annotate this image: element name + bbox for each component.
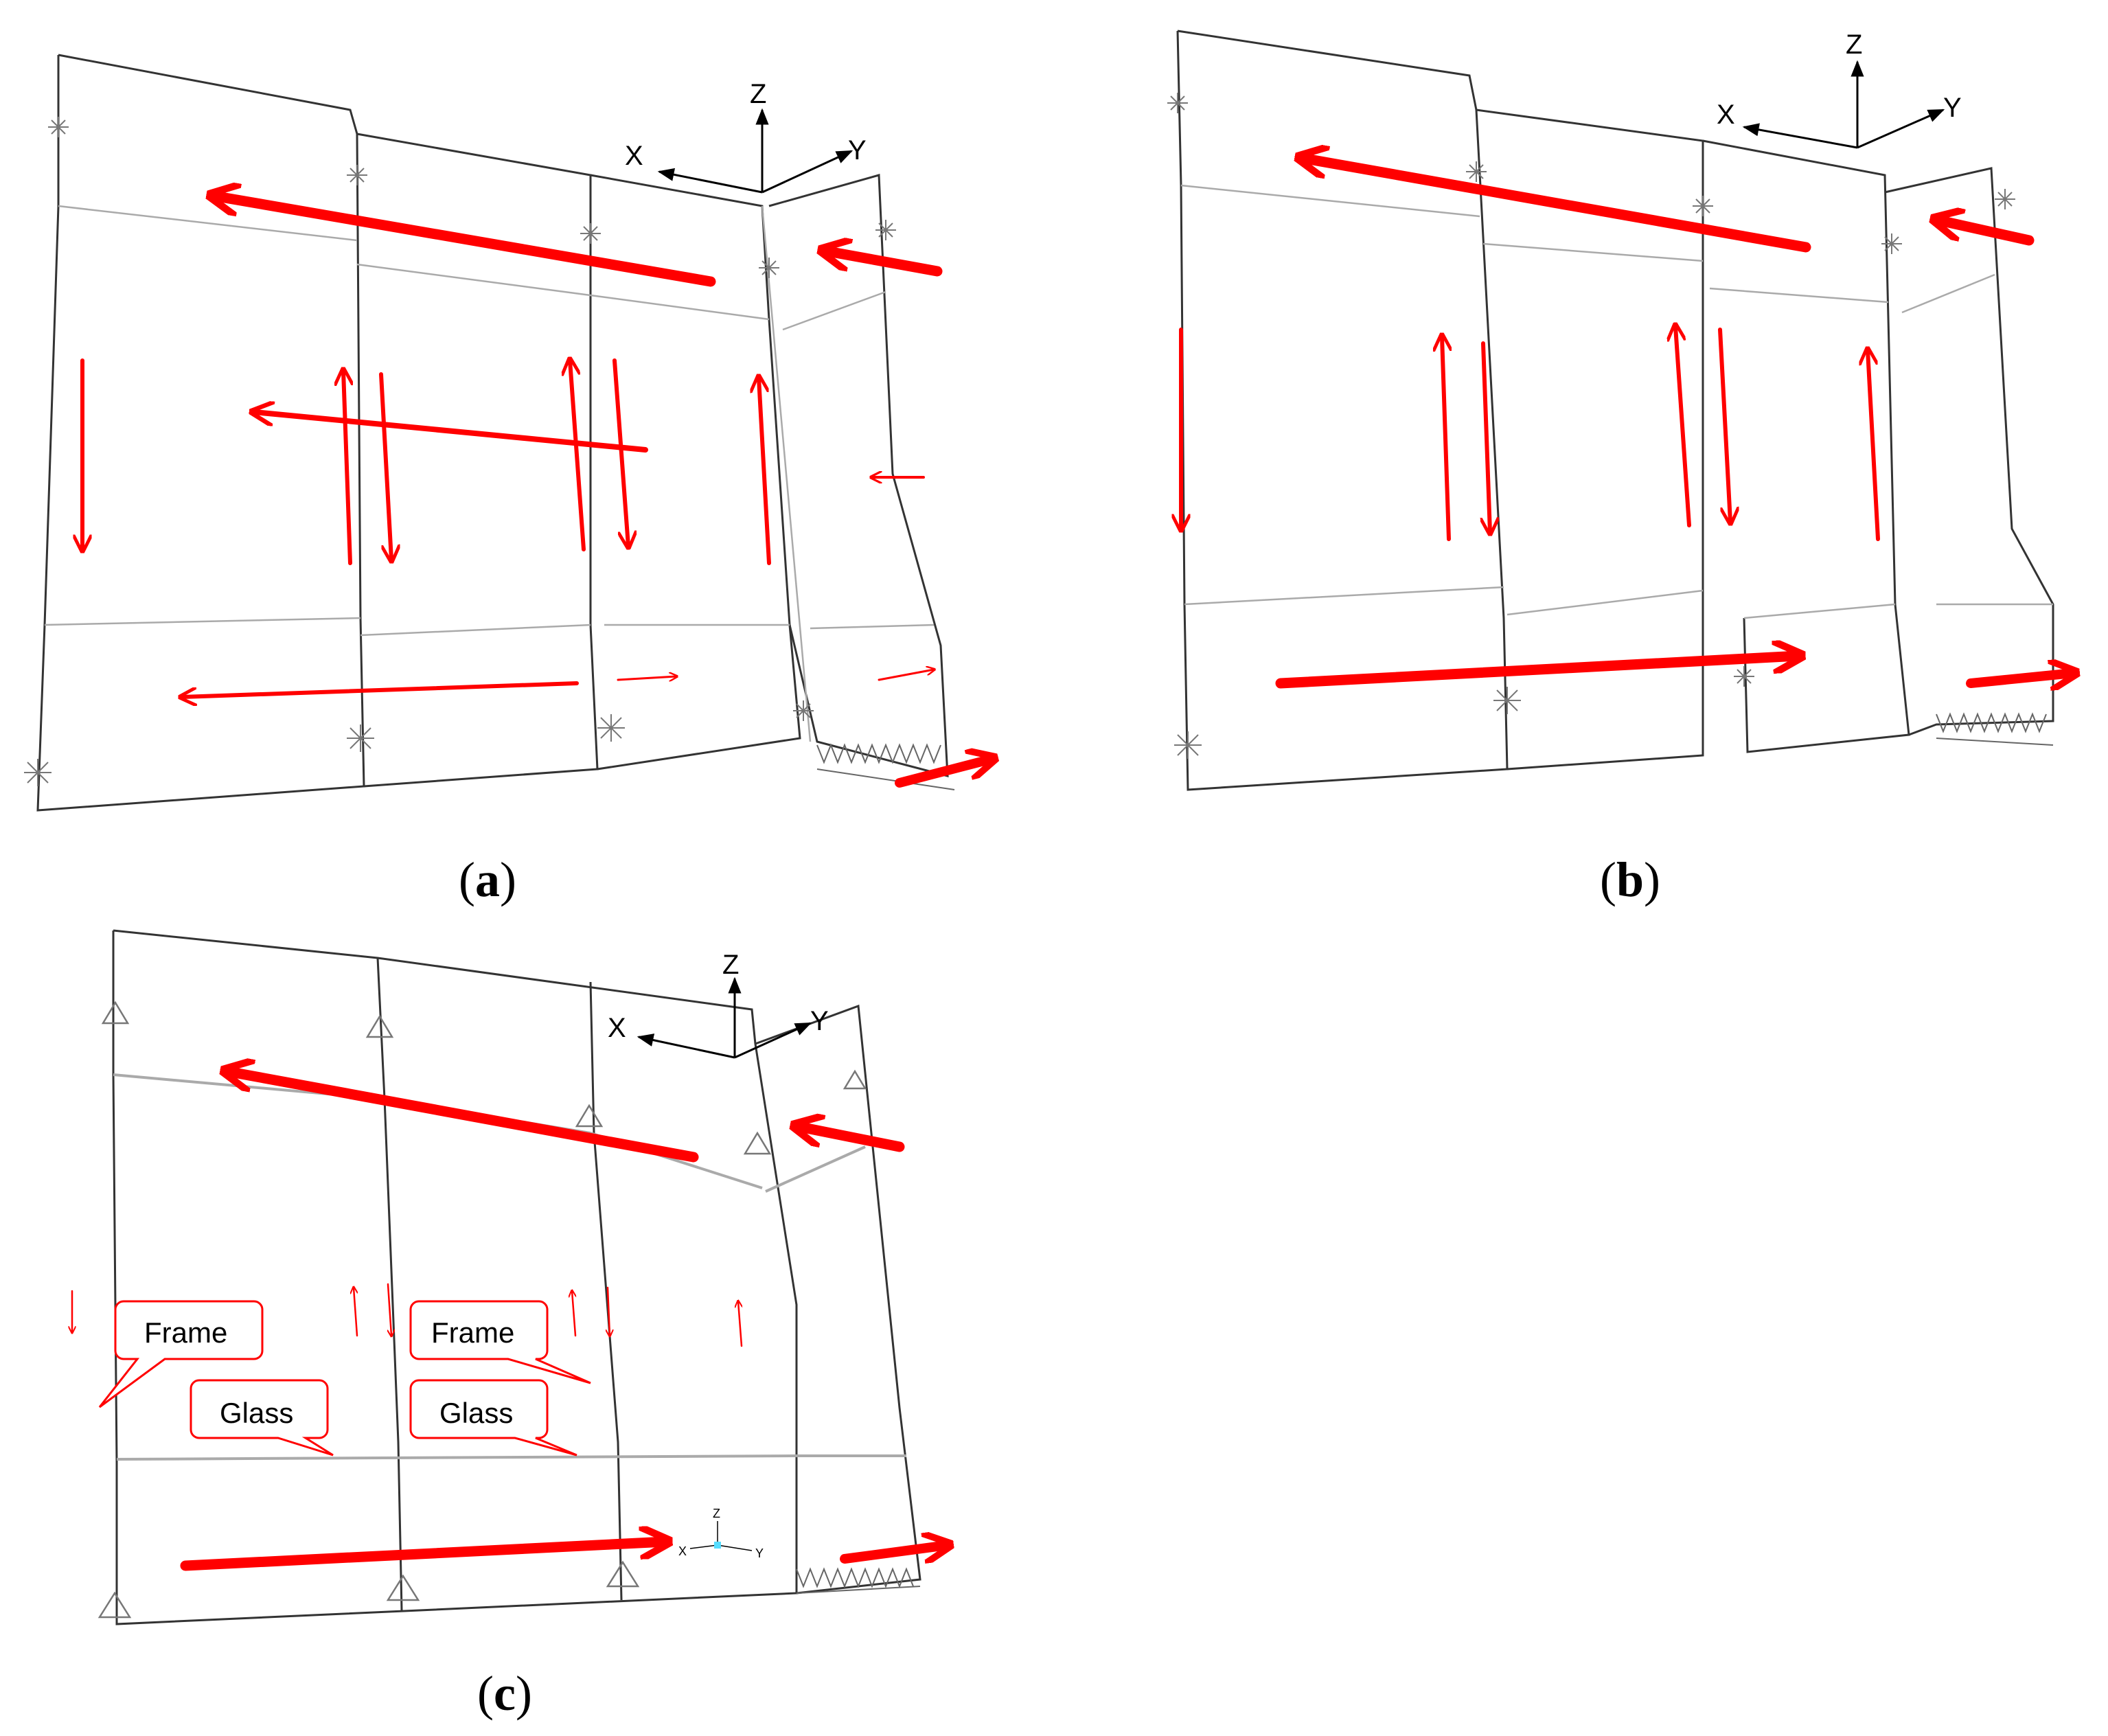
- caption-c: (c): [477, 1666, 532, 1721]
- arrow-c-top-main: [227, 1071, 699, 1163]
- arrow-c-v5: [608, 1286, 610, 1336]
- arrow-c-v4: [572, 1291, 575, 1337]
- callout-glass-right: Glass: [409, 1379, 577, 1457]
- panel-a-frame: [36, 54, 949, 812]
- arrow-c-v3: [387, 1283, 391, 1336]
- callout-glass-left-label: Glass: [220, 1397, 293, 1429]
- panel-b-axis-x: X: [1717, 100, 1735, 130]
- arrow-a-top-right: [824, 251, 943, 277]
- arrow-c-v6: [738, 1301, 742, 1347]
- panel-b-base-support: [1936, 712, 2054, 746]
- panel-b-axis-z: Z: [1846, 30, 1862, 60]
- caption-a: (a): [459, 852, 516, 907]
- panel-a-base-support: [816, 743, 955, 790]
- arrow-c-top-right: [797, 1126, 905, 1152]
- arrow-c-bottom-right: [840, 1545, 948, 1564]
- arrow-c-v2: [354, 1288, 357, 1337]
- callout-frame-left-label: Frame: [144, 1316, 227, 1349]
- panel-c-mini-axis-y: Y: [755, 1546, 764, 1560]
- panel-c-axes: [637, 976, 812, 1059]
- callout-frame-right: Frame: [409, 1300, 591, 1384]
- arrow-a-bottom-small2: [878, 670, 934, 681]
- panel-b-glass: [1180, 184, 2053, 619]
- caption-c-letter: c: [493, 1666, 516, 1721]
- callout-glass-right-label: Glass: [439, 1397, 513, 1429]
- arrow-c-bottom-main: [180, 1542, 666, 1571]
- arrow-a-v3: [379, 372, 391, 560]
- arrow-a-bottom-left: [182, 681, 579, 697]
- arrow-b-v2: [1442, 336, 1449, 541]
- panel-c-base-support: [796, 1567, 921, 1594]
- arrow-a-v6: [759, 378, 771, 565]
- arrow-b-bottom-right: [1966, 673, 2074, 683]
- callout-frame-left: Frame: [98, 1300, 264, 1408]
- arrow-a-top-main: [213, 196, 716, 287]
- arrow-b-bottom-main: [1275, 656, 1799, 689]
- panel-c: Z X Y Z X Y Frame: [72, 929, 948, 1625]
- arrow-b-top-main: [1301, 158, 1811, 253]
- panel-a: Z X Y: [24, 54, 992, 812]
- callout-frame-right-label: Frame: [431, 1316, 514, 1349]
- panel-c-axis-x: X: [608, 1013, 626, 1043]
- panel-b-arrows: [1181, 158, 2074, 683]
- panel-a-glass: [44, 205, 935, 742]
- panel-b-axes: [1742, 60, 1945, 149]
- panel-c-supports: [98, 1001, 867, 1619]
- arrow-a-bottom-small1: [617, 676, 676, 680]
- caption-a-letter: a: [474, 852, 500, 907]
- arrow-a-v2: [343, 371, 350, 565]
- panel-c-mini-axis-z: Z: [713, 1507, 720, 1520]
- panel-a-axis-y: Y: [848, 135, 867, 165]
- panel-c-axis-z: Z: [722, 950, 739, 980]
- arrow-b-top-right: [1936, 220, 2035, 246]
- panel-c-mini-axes: [689, 1521, 753, 1551]
- panel-c-callouts: Frame Frame Glass Glass: [98, 1300, 591, 1457]
- arrow-b-v4: [1675, 326, 1691, 527]
- panel-b-frame: [1176, 30, 2054, 791]
- panel-c-mini-axis-x: X: [678, 1544, 687, 1558]
- arrow-a-bottom-right: [895, 759, 992, 788]
- arrow-a-v4: [570, 361, 586, 551]
- panel-c-frame: [112, 929, 921, 1625]
- arrow-b-v6: [1868, 350, 1880, 541]
- arrow-a-v5: [612, 358, 628, 546]
- panel-b: Z X Y: [1167, 30, 2074, 791]
- panel-a-axes: [657, 108, 853, 194]
- arrow-b-v3: [1483, 341, 1490, 532]
- caption-b-letter: b: [1616, 852, 1645, 907]
- panel-a-arrows: [82, 196, 992, 788]
- arrow-a-mid: [254, 412, 648, 453]
- panel-b-axis-y: Y: [1943, 93, 1962, 123]
- panel-a-axis-z: Z: [750, 79, 766, 109]
- callout-glass-left: Glass: [190, 1379, 334, 1457]
- panel-c-arrows: [72, 1071, 948, 1571]
- caption-b: (b): [1600, 852, 1661, 907]
- panel-c-axis-y: Y: [810, 1006, 829, 1036]
- arrow-b-v5: [1718, 328, 1730, 522]
- panel-b-supports: [1167, 93, 2015, 759]
- panel-a-supports: [24, 117, 896, 786]
- panel-a-axis-x: X: [625, 141, 643, 171]
